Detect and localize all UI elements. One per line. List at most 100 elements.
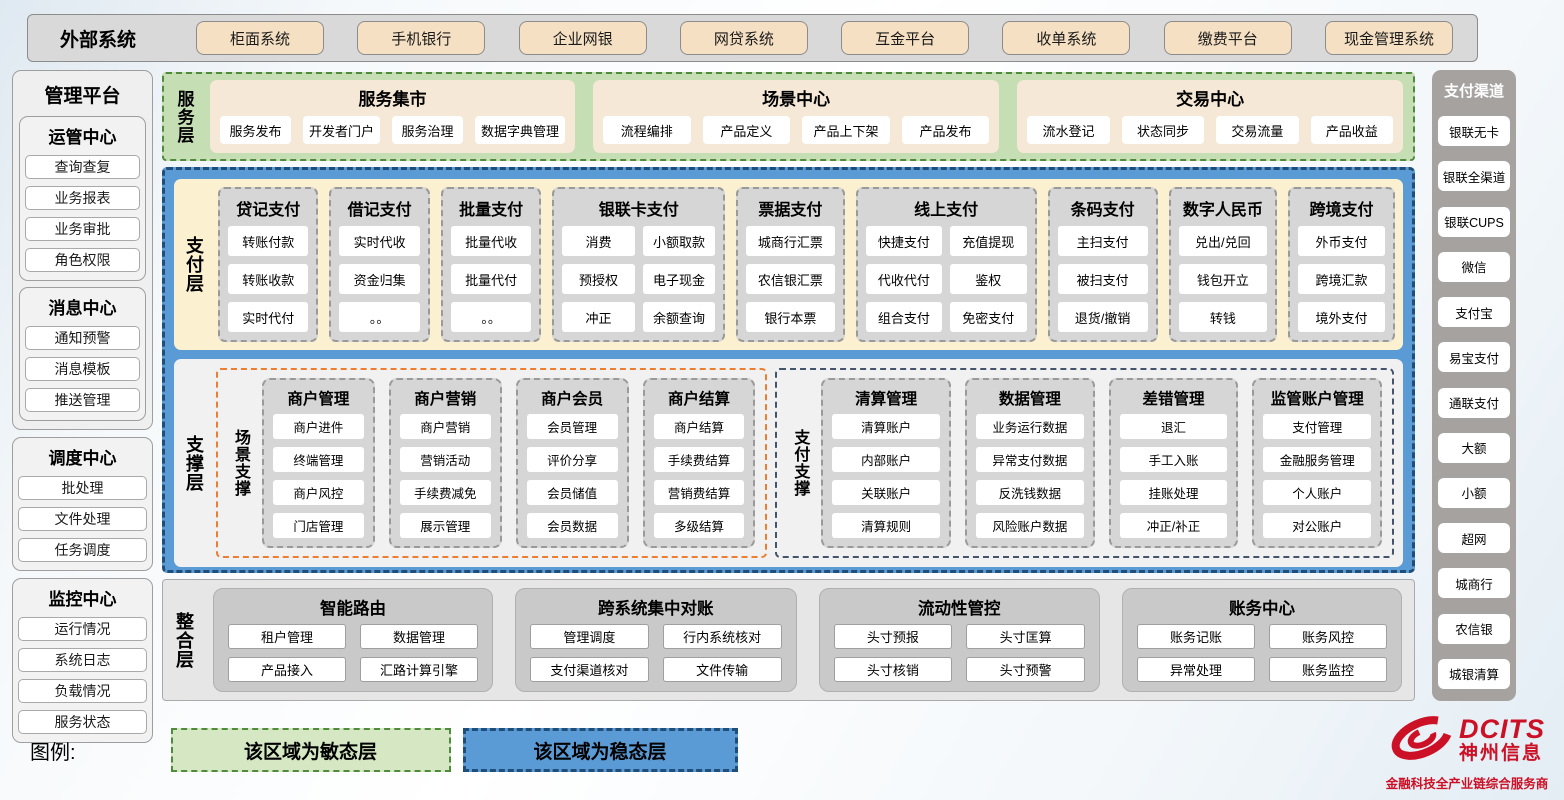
legend-label: 图例: [30,736,76,765]
support-category-column: 监管账户管理支付管理金融服务管理个人账户对公账户 [1252,378,1382,548]
payment-category-items: 实时代收资金归集。。 [339,226,419,332]
payment-category-title: 贷记支付 [228,194,308,226]
support-item-node: 会员储值 [527,480,618,505]
integration-group: 流动性管控头寸预报头寸匡算头寸核销头寸预警 [819,588,1101,692]
payment-category-items: 转账付款转账收款实时代付 [228,226,308,332]
payment-category-title: 线上支付 [866,194,1027,226]
integration-group-items: 头寸预报头寸匡算头寸核销头寸预警 [834,624,1086,682]
payment-category-items: 批量代收批量代付。。 [451,226,531,332]
scene-support-label: 场景支撑 [228,378,252,548]
payment-channels-column: 支付渠道 银联无卡银联全渠道银联CUPS微信支付宝易宝支付通联支付大额小额超网城… [1432,70,1516,701]
scene-support-box: 场景支撑 商户管理商户进件终端管理商户风控门店管理商户营销商户营销营销活动手续费… [216,368,767,558]
external-systems-list: 柜面系统手机银行企业网银网贷系统互金平台收单系统缴费平台现金管理系统 [196,21,1453,55]
payment-item-node: 钱包开立 [1179,264,1267,294]
support-item-node: 营销费结算 [654,480,745,505]
support-item-node: 展示管理 [400,513,491,538]
sidebar-group: 监控中心运行情况系统日志负载情况服务状态 [12,578,153,743]
service-group: 服务集市服务发布开发者门户服务治理数据字典管理 [210,80,575,153]
support-item-node: 商户结算 [654,414,745,439]
sidebar-group-title: 消息中心 [25,292,140,319]
support-category-items: 业务运行数据异常支付数据反洗钱数据风险账户数据 [976,414,1084,538]
payment-support-box: 支付支撑 清算管理清算账户内部账户关联账户清算规则数据管理业务运行数据异常支付数… [775,368,1394,558]
management-platform-title: 管理平台 [19,77,146,110]
support-item-node: 手工入账 [1120,447,1228,472]
legend: 图例: 该区域为敏态层 该区域为稳态层 [30,728,738,772]
support-item-node: 商户进件 [273,414,364,439]
dcits-swirl-icon [1389,711,1455,770]
integration-group-items: 租户管理数据管理产品接入汇路计算引擎 [228,624,478,682]
support-item-node: 风险账户数据 [976,513,1084,538]
payment-item-node: 兑出/兑回 [1179,226,1267,256]
support-category-column: 商户结算商户结算手续费结算营销费结算多级结算 [643,378,756,548]
payment-category-title: 数字人民币 [1179,194,1267,226]
integration-group-items: 账务记账账务风控异常处理账务监控 [1137,624,1387,682]
payment-item-node: 消费 [562,226,634,256]
payment-item-node: 代收代付 [866,264,942,294]
integration-item-node: 账务监控 [1269,657,1387,682]
scene-support-columns: 商户管理商户进件终端管理商户风控门店管理商户营销商户营销营销活动手续费减免展示管… [262,378,755,548]
support-item-node: 个人账户 [1263,480,1371,505]
payment-category-items: 兑出/兑回钱包开立转钱 [1179,226,1267,332]
payment-category-column: 跨境支付外币支付跨境汇款境外支付 [1288,187,1395,342]
external-system-node: 企业网银 [519,21,647,55]
payment-channel-node: 微信 [1438,252,1510,282]
payment-category-items: 快捷支付充值提现代收代付鉴权组合支付免密支付 [866,226,1027,332]
external-systems-bar: 外部系统 柜面系统手机银行企业网银网贷系统互金平台收单系统缴费平台现金管理系统 [27,14,1478,62]
payment-item-node: 小额取款 [643,226,715,256]
integration-group-title: 智能路由 [228,593,478,624]
payment-channels-title: 支付渠道 [1444,80,1504,101]
sidebar-item-node: 业务报表 [25,186,140,210]
payment-channel-node: 超网 [1438,523,1510,553]
payment-item-node: 资金归集 [339,264,419,294]
integration-item-node: 数据管理 [360,624,478,649]
payment-item-node: 免密支付 [950,302,1026,332]
integration-group: 账务中心账务记账账务风控异常处理账务监控 [1122,588,1402,692]
support-category-title: 商户营销 [400,385,491,414]
payment-category-items: 外币支付跨境汇款境外支付 [1298,226,1385,332]
sidebar-item-node: 查询查复 [25,155,140,179]
payment-category-title: 批量支付 [451,194,531,226]
sidebar-item-node: 推送管理 [25,388,140,412]
payment-item-node: 跨境汇款 [1298,264,1385,294]
integration-item-node: 头寸预报 [834,624,953,649]
external-system-node: 柜面系统 [196,21,324,55]
payment-channel-node: 通联支付 [1438,388,1510,418]
service-group-title: 场景中心 [603,84,989,114]
external-system-node: 手机银行 [357,21,485,55]
sidebar-item-node: 批处理 [18,476,147,500]
payment-category-title: 银联卡支付 [562,194,715,226]
payment-channel-node: 易宝支付 [1438,342,1510,372]
service-item-node: 产品定义 [703,116,791,144]
sidebar-group: 运管中心查询查复业务报表业务审批角色权限 [19,116,146,281]
integration-group-title: 账务中心 [1137,593,1387,624]
payment-item-node: 快捷支付 [866,226,942,256]
payment-item-node: 实时代收 [339,226,419,256]
support-item-node: 反洗钱数据 [976,480,1084,505]
service-group-items: 服务发布开发者门户服务治理数据字典管理 [220,114,565,146]
support-item-node: 评价分享 [527,447,618,472]
payment-support-label: 支付支撑 [787,378,811,548]
support-category-column: 商户会员会员管理评价分享会员储值会员数据 [516,378,629,548]
integration-group-title: 跨系统集中对账 [530,593,782,624]
sidebar-item-node: 角色权限 [25,248,140,272]
payment-category-column: 借记支付实时代收资金归集。。 [329,187,429,342]
payment-item-node: 转钱 [1179,302,1267,332]
service-item-node: 数据字典管理 [475,116,565,144]
sidebar-group: 消息中心通知预警消息模板推送管理 [19,287,146,421]
support-item-node: 支付管理 [1263,414,1371,439]
sidebar-item-node: 任务调度 [18,538,147,562]
external-system-node: 网贷系统 [680,21,808,55]
payment-category-items: 城商行汇票农信银汇票银行本票 [746,226,834,332]
logo-brand-text: DCITS [1459,716,1545,743]
payment-support-columns: 清算管理清算账户内部账户关联账户清算规则数据管理业务运行数据异常支付数据反洗钱数… [821,378,1382,548]
support-category-items: 商户结算手续费结算营销费结算多级结算 [654,414,745,538]
integration-layer-label: 整合层 [171,588,197,692]
service-item-node: 状态同步 [1122,116,1204,144]
integration-item-node: 支付渠道核对 [530,657,649,682]
support-category-title: 清算管理 [832,385,940,414]
support-item-node: 清算规则 [832,513,940,538]
payment-item-node: 城商行汇票 [746,226,834,256]
stable-layer-container: 支付层 贷记支付转账付款转账收款实时代付借记支付实时代收资金归集。。批量支付批量… [162,167,1415,573]
logo-tagline: 金融科技全产业链综合服务商 [1386,773,1549,792]
payment-item-node: 境外支付 [1298,302,1385,332]
